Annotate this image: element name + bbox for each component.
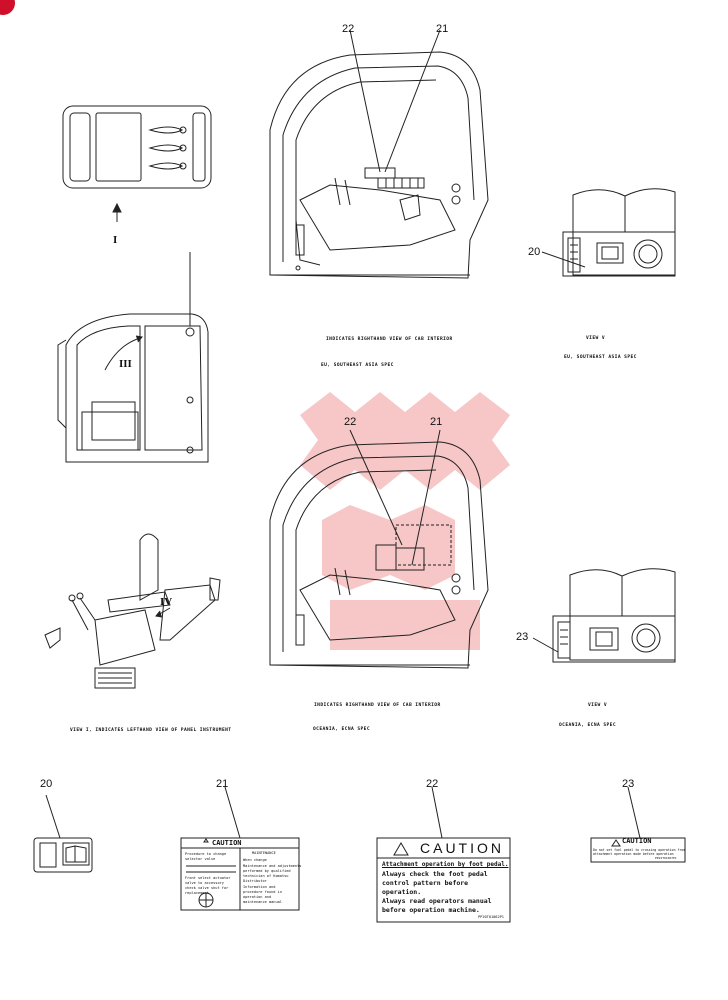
corner-badge — [0, 0, 15, 15]
callout-23-bottom: 23 — [622, 778, 635, 790]
caption-seat-view: VIEW I, INDICATES LEFTHAND VIEW OF PANEL… — [70, 728, 232, 733]
label-22-line: Attachment operation by foot pedal. — [382, 861, 509, 868]
caption-view-top-spec: EU, SOUTHEAST ASIA SPEC — [564, 355, 637, 360]
label-21-right-line: performed by qualified — [243, 869, 291, 873]
label-23-title: CAUTION — [622, 837, 652, 845]
label-22-part-no: PP20T01062P1 — [478, 915, 504, 919]
label-21-right-line: When change — [243, 858, 267, 862]
label-21-line: Front select actuator — [185, 876, 231, 880]
label-21-right-line: Maintenance and adjustments — [243, 864, 302, 868]
callout-21-top: 21 — [436, 23, 449, 35]
cab-interior-mid — [269, 429, 489, 669]
label-20-graphic — [33, 794, 93, 873]
label-21-title: CAUTION — [212, 839, 242, 847]
view-marker-i: I — [113, 234, 118, 246]
label-23-part-no: PP22T01067P1 — [655, 856, 677, 860]
label-21-line: replacement — [185, 891, 209, 895]
caption-mid-cab: INDICATES RIGHTHAND VIEW OF CAB INTERIOR — [314, 703, 441, 708]
label-21-right-line: procedure found in — [243, 890, 282, 894]
label-23-graphic — [590, 786, 686, 863]
caption-view-mid: VIEW V — [588, 703, 607, 708]
callout-22-bottom: 22 — [426, 778, 439, 790]
label-21-right-line: operation and — [243, 895, 272, 899]
view-marker-iv: IV — [160, 596, 173, 608]
panel-view-i — [62, 105, 212, 222]
callout-22-mid: 22 — [344, 416, 357, 428]
label-23-line: Do not set fuel pedal to crossing operat… — [593, 848, 686, 852]
label-22-line: control pattern before — [382, 879, 469, 887]
callout-21-bottom: 21 — [216, 778, 229, 790]
callout-22-top: 22 — [342, 23, 355, 35]
label-22-line: Always check the foot pedal — [382, 870, 488, 878]
label-21-right-head: MAINTENANCE — [252, 851, 276, 855]
view-marker-iii: III — [119, 358, 132, 370]
label-21-right-line: Distributor — [243, 879, 267, 883]
cab-exterior — [57, 252, 209, 463]
caption-view-top: VIEW V — [586, 336, 605, 341]
label-22-graphic — [376, 786, 511, 923]
label-22-line: operation. — [382, 888, 422, 896]
callout-20-bottom: 20 — [40, 778, 53, 790]
callout-20-view: 20 — [528, 246, 541, 258]
callout-23-view: 23 — [516, 631, 529, 643]
cab-interior-top — [269, 29, 489, 279]
label-21-right-line: maintenance manual — [243, 900, 282, 904]
view-v-mid — [532, 568, 676, 663]
label-21-right-line: technician of Komatsu — [243, 874, 289, 878]
operator-seat — [44, 533, 221, 689]
watermark-logo — [300, 392, 510, 650]
label-21-graphic — [180, 786, 300, 911]
caption-top-cab: INDICATES RIGHTHAND VIEW OF CAB INTERIOR — [326, 337, 453, 342]
view-v-top — [541, 188, 676, 277]
label-21-line: valve to accessory — [185, 881, 224, 885]
label-22-line: before operation machine. — [382, 906, 480, 914]
label-23-line: attachment operation mode before operati… — [593, 852, 674, 856]
caption-view-mid-spec: OCEANIA, ECNA SPEC — [559, 723, 616, 728]
callout-21-mid: 21 — [430, 416, 443, 428]
caption-top-cab-spec: EU, SOUTHEAST ASIA SPEC — [321, 363, 394, 368]
label-22-line: Always read operators manual — [382, 897, 492, 905]
label-21-line: selector valve — [185, 857, 216, 861]
label-22-title: CAUTION — [420, 840, 504, 856]
caption-mid-cab-spec: OCEANIA, ECNA SPEC — [313, 727, 370, 732]
label-21-line: Procedure to change — [185, 852, 227, 856]
label-21-right-line: Information and — [243, 885, 276, 889]
label-21-line: check valve shut for — [185, 886, 229, 890]
